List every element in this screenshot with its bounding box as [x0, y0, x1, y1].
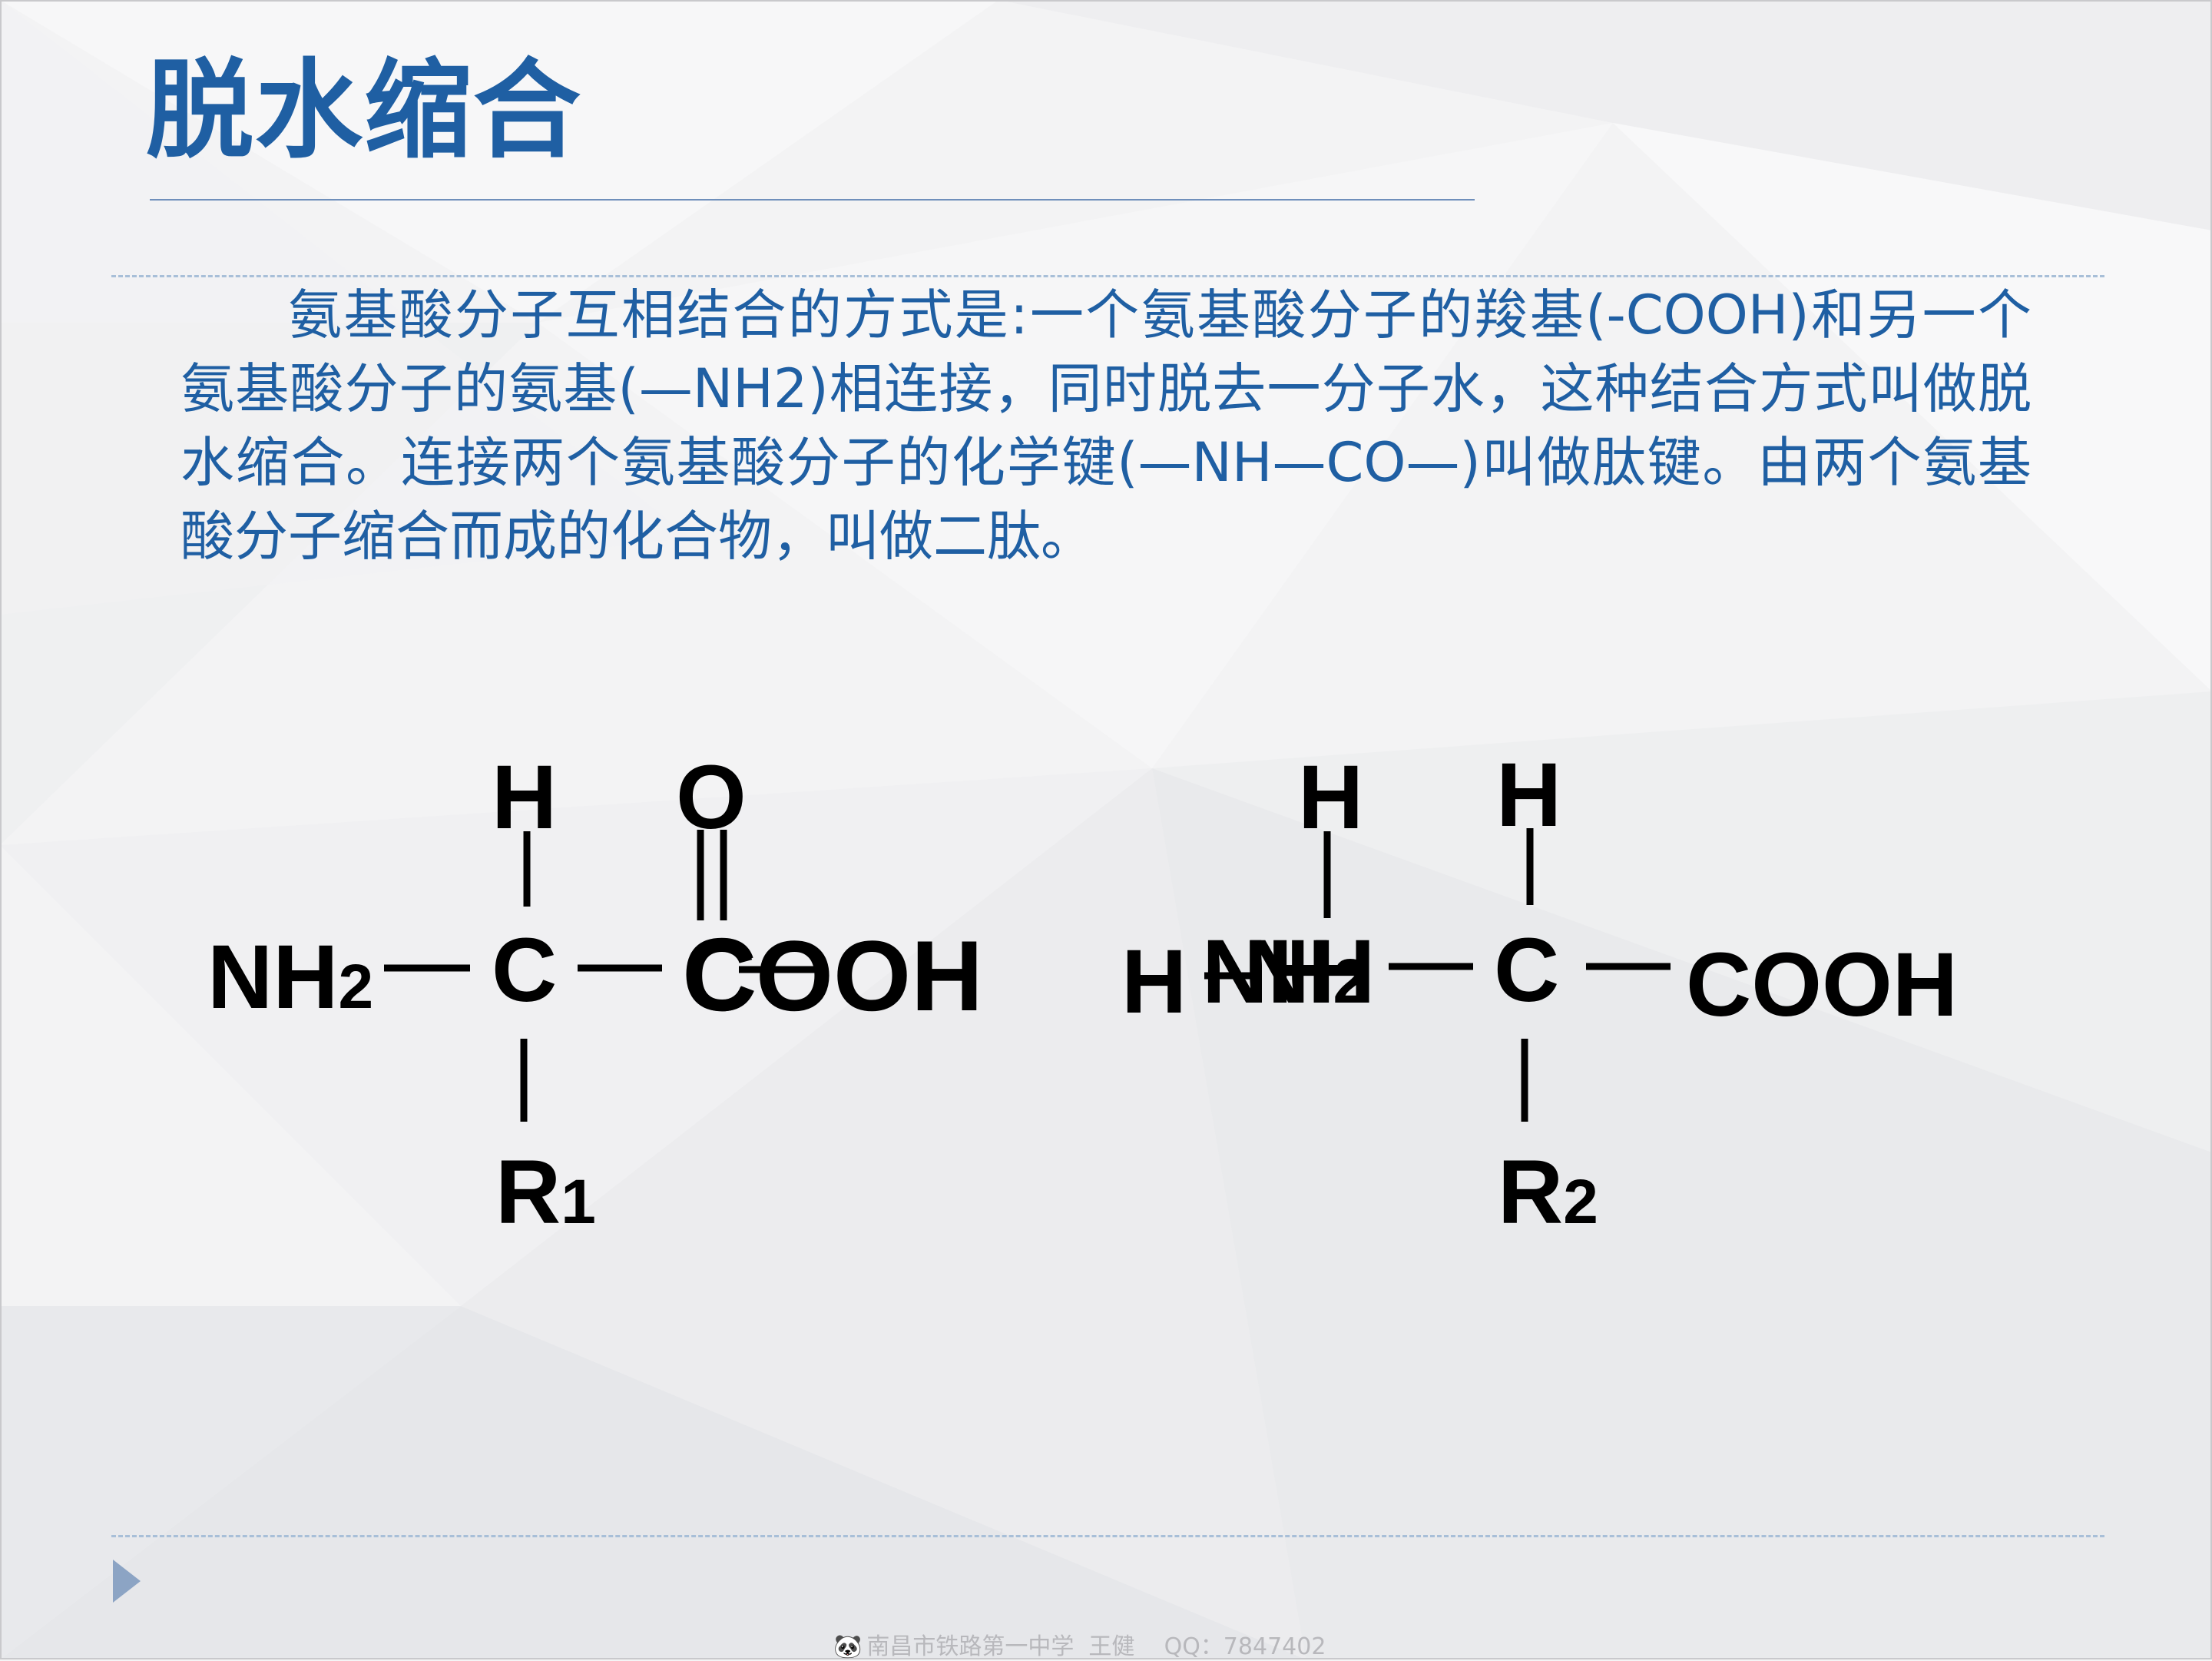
right-h-on-n: H — [1298, 747, 1363, 848]
right-r: R — [1498, 1142, 1563, 1243]
body-paragraph: 氨基酸分子互相结合的方式是:一个氨基酸分子的羧基(-COOH)和另一个氨基酸分子… — [180, 283, 2032, 568]
right-amino-group: NH2 — [1202, 921, 1368, 1023]
left-r: R — [495, 1142, 561, 1243]
left-nh: NH — [207, 927, 338, 1028]
right-nh: NH — [1202, 921, 1333, 1023]
left-alpha-carbon: C — [492, 920, 557, 1021]
bottom-dashed-divider — [111, 1535, 2104, 1537]
right-amino-ghost: NH — [1244, 921, 1375, 1023]
right-r-sub: 2 — [1563, 1167, 1598, 1237]
left-nh-sub: 2 — [338, 952, 373, 1022]
right-leaving-h: H — [1121, 931, 1187, 1033]
right-alpha-carbon: C — [1494, 920, 1559, 1021]
left-amino-group: NH2 — [207, 927, 373, 1028]
top-dashed-divider — [111, 275, 2104, 277]
footer-text: 南昌市铁路第一中学 王健 QQ：7847402 — [866, 1633, 1326, 1660]
slide-title: 脱水缩合 — [146, 48, 583, 174]
left-o: O — [676, 747, 747, 848]
left-cooh: COOH — [684, 920, 983, 1032]
panda-icon: 🐼 — [833, 1633, 863, 1660]
left-r-sub: 1 — [561, 1167, 596, 1237]
footer-credit: 🐼南昌市铁路第一中学 王健 QQ：7847402 — [833, 1627, 1326, 1661]
right-cooh: COOH — [1686, 934, 1958, 1036]
next-slide-arrow-icon[interactable] — [111, 1558, 142, 1604]
left-carbonyl-carbon: C — [682, 917, 757, 1033]
left-r-group: R1 — [495, 1142, 596, 1243]
title-underline — [150, 199, 1475, 201]
right-nh-sub: 2 — [1333, 947, 1368, 1016]
right-r-group: R2 — [1498, 1142, 1598, 1243]
